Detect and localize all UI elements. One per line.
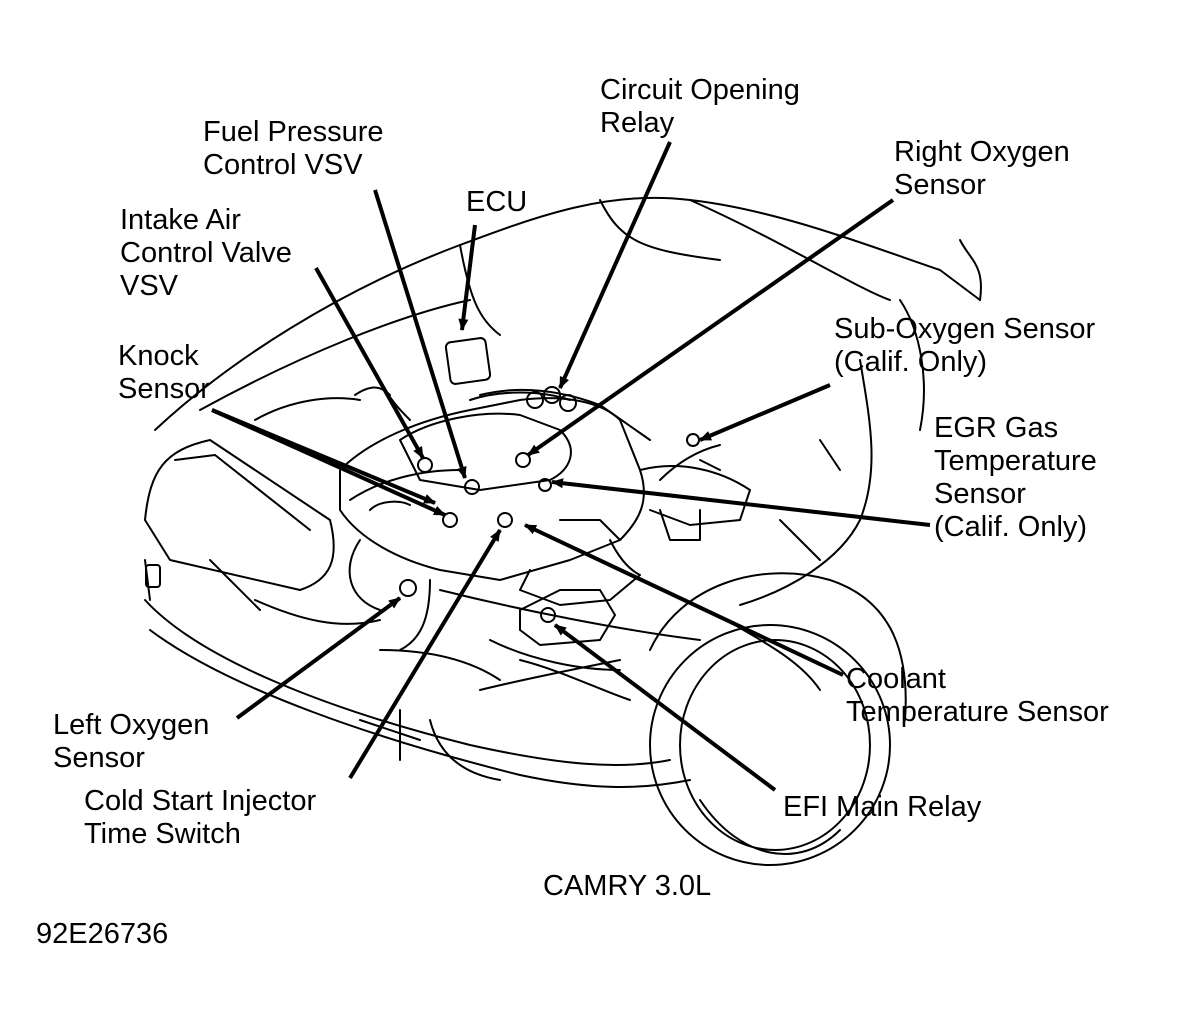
label-line: Right Oxygen (894, 136, 1070, 168)
label-coolant-temperature-sensor: Coolant Temperature Sensor (846, 663, 1109, 729)
label-line: Relay (600, 107, 675, 139)
label-line: Fuel Pressure (203, 116, 384, 148)
label-line: ECU (466, 186, 528, 218)
arrow-cold-start-injector-time-switch (348, 528, 502, 780)
arrow-knock-sensor-2 (211, 408, 436, 505)
label-knock-sensor: Knock Sensor (118, 340, 210, 406)
label-egr-gas-temperature-sensor: EGR Gas Temperature Sensor (Calif. Only) (934, 412, 1097, 544)
label-ecu: ECU (466, 186, 527, 219)
diagram-caption: CAMRY 3.0L (543, 870, 711, 903)
arrow-efi-main-relay (553, 623, 777, 792)
label-line: Cold Start Injector (84, 785, 317, 817)
arrow-sub-oxygen-sensor (699, 383, 831, 442)
leader-arrows (211, 141, 931, 792)
label-efi-main-relay: EFI Main Relay (783, 791, 981, 824)
label-line: EGR Gas (934, 412, 1059, 444)
figure-id: 92E26736 (36, 918, 168, 951)
label-line: Control Valve (120, 237, 292, 269)
label-cold-start-injector-time-switch: Cold Start Injector Time Switch (84, 785, 316, 851)
label-sub-oxygen-sensor: Sub-Oxygen Sensor (Calif. Only) (834, 313, 1095, 379)
label-line: EFI Main Relay (783, 791, 982, 823)
arrow-intake-air-control-valve-vsv (314, 267, 425, 459)
label-line: Sensor (118, 373, 210, 405)
figure-id-text: 92E26736 (36, 918, 169, 950)
arrow-fuel-pressure-control-vsv (373, 189, 467, 479)
arrow-left-oxygen-sensor (235, 596, 402, 720)
label-line: Sensor (53, 742, 145, 774)
label-line: (Calif. Only) (834, 346, 988, 378)
label-right-oxygen-sensor: Right Oxygen Sensor (894, 136, 1070, 202)
label-line: Temperature Sensor (846, 696, 1109, 728)
label-line: Knock (118, 340, 199, 372)
arrow-ecu (458, 224, 477, 331)
caption-text: CAMRY 3.0L (543, 870, 712, 902)
arrow-egr-gas-temperature-sensor (551, 478, 931, 527)
label-line: Sensor (934, 478, 1026, 510)
arrow-circuit-opening-relay (558, 141, 672, 389)
label-line: Control VSV (203, 149, 363, 181)
label-left-oxygen-sensor: Left Oxygen Sensor (53, 709, 209, 775)
label-line: Intake Air (120, 204, 241, 236)
label-intake-air-control-valve-vsv: Intake Air Control Valve VSV (120, 204, 292, 303)
label-circuit-opening-relay: Circuit Opening Relay (600, 74, 800, 140)
label-fuel-pressure-control-vsv: Fuel Pressure Control VSV (203, 116, 384, 182)
label-line: Sensor (894, 169, 986, 201)
label-line: Sub-Oxygen Sensor (834, 313, 1096, 345)
arrow-right-oxygen-sensor (526, 198, 895, 457)
label-line: Left Oxygen (53, 709, 210, 741)
car-body-outline (144, 196, 982, 866)
label-line: Circuit Opening (600, 74, 800, 106)
label-line: Time Switch (84, 818, 241, 850)
label-line: Temperature (934, 445, 1097, 477)
label-line: Coolant (846, 663, 946, 695)
arrow-coolant-temperature-sensor (524, 523, 844, 677)
label-line: (Calif. Only) (934, 511, 1088, 543)
label-line: VSV (120, 270, 179, 302)
